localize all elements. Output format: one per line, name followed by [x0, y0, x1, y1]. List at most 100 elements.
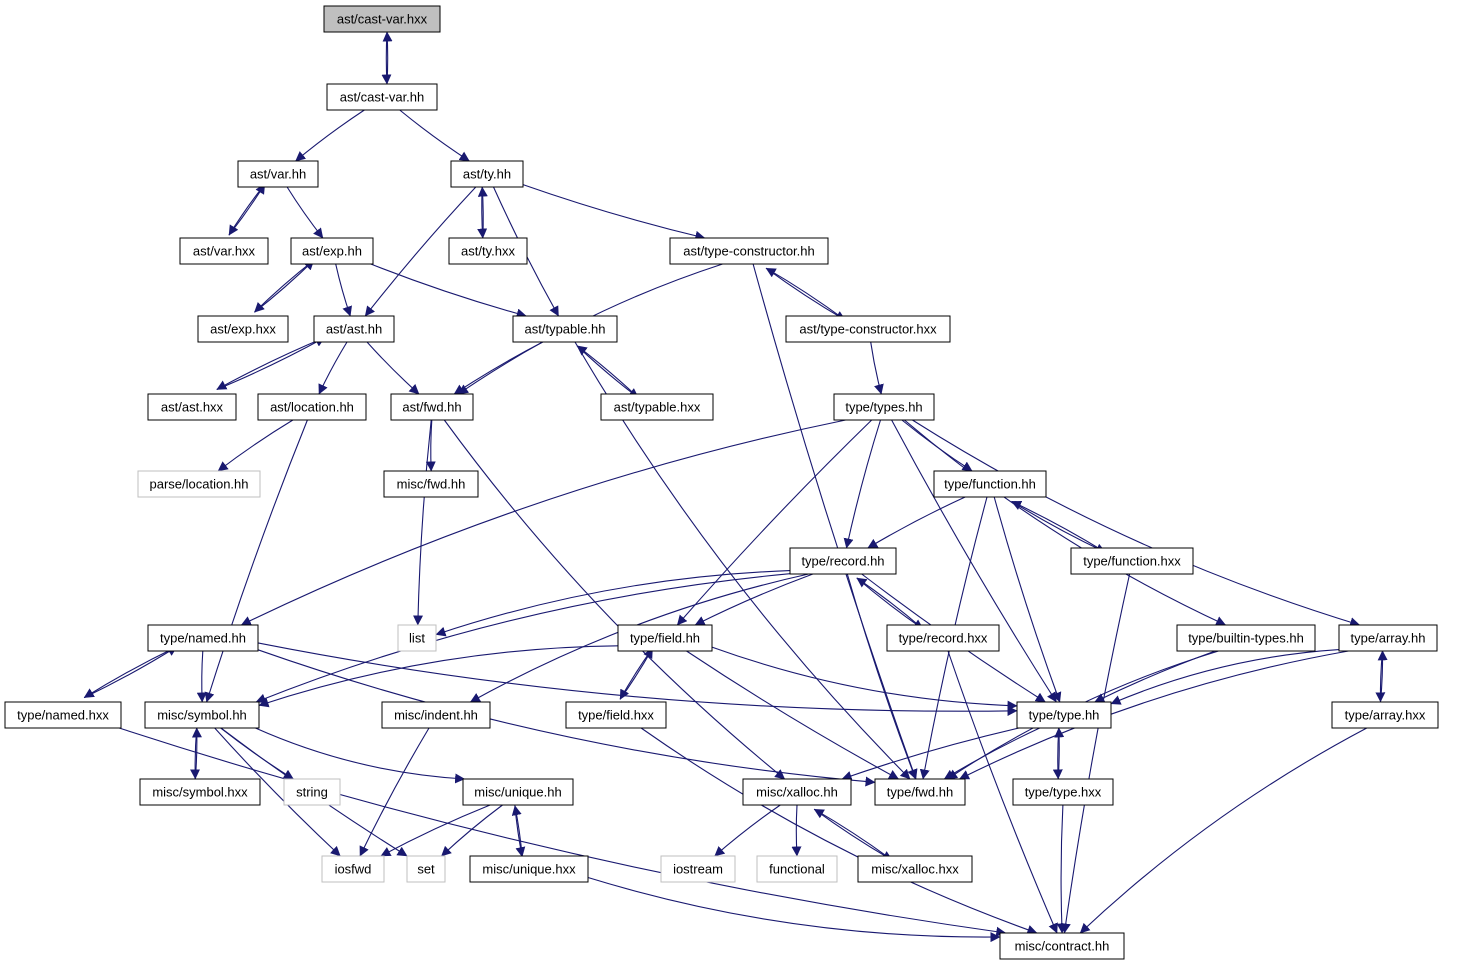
node-named-hh[interactable]: type/named.hh — [147, 624, 259, 652]
node-box — [1176, 624, 1316, 652]
node-field-hxx[interactable]: type/field.hxx — [565, 701, 667, 729]
node-named-hxx[interactable]: type/named.hxx — [4, 701, 122, 729]
edge-record_hxx-to-record_hh — [856, 577, 924, 630]
node-xalloc-hxx[interactable]: misc/xalloc.hxx — [857, 855, 973, 883]
node-box — [469, 855, 589, 883]
edge-array_hh-to-type_hh — [1110, 649, 1340, 705]
edge-astfwd_hh-to-miscfwd_hh — [425, 419, 436, 472]
node-miscfwd-hh[interactable]: misc/fwd.hh — [383, 470, 479, 498]
edge-castvar_hh-to-ty_hh — [399, 109, 470, 162]
node-label: ast/location.hh — [270, 400, 354, 415]
node-set: set — [406, 855, 446, 883]
edge-exp_hxx-to-exp_hh — [254, 259, 315, 313]
node-record-hxx[interactable]: type/record.hxx — [886, 624, 1000, 652]
node-exp-hh[interactable]: ast/exp.hh — [290, 237, 374, 265]
node-box — [137, 470, 261, 498]
node-box — [397, 624, 437, 652]
edge-types_hh-to-type_hh — [891, 419, 1057, 703]
node-ty-hxx[interactable]: ast/ty.hxx — [448, 237, 528, 265]
node-list: list — [397, 624, 437, 652]
node-box — [462, 778, 574, 806]
node-function-hxx[interactable]: type/function.hxx — [1070, 547, 1194, 575]
node-contract-hh[interactable]: misc/contract.hh — [999, 932, 1125, 960]
node-symbol-hxx[interactable]: misc/symbol.hxx — [139, 778, 261, 806]
node-xalloc-hh[interactable]: misc/xalloc.hh — [742, 778, 852, 806]
node-builtin-hh[interactable]: type/builtin-types.hh — [1176, 624, 1316, 652]
node-array-hxx[interactable]: type/array.hxx — [1331, 701, 1439, 729]
node-box — [1331, 701, 1439, 729]
node-box — [313, 315, 395, 343]
node-castvar-hh[interactable]: ast/cast-var.hh — [326, 83, 438, 111]
node-box — [857, 855, 973, 883]
node-types-hh[interactable]: type/types.hh — [833, 393, 935, 421]
edge-tc_hxx-to-tc_hh — [765, 267, 846, 321]
node-var-hxx[interactable]: ast/var.hxx — [179, 237, 269, 265]
node-label: type/types.hh — [845, 400, 922, 415]
node-record-hh[interactable]: type/record.hh — [789, 547, 897, 575]
node-box — [660, 855, 736, 883]
node-indent-hh[interactable]: misc/indent.hh — [381, 701, 491, 729]
node-array-hh[interactable]: type/array.hh — [1338, 624, 1438, 652]
node-box — [237, 160, 319, 188]
node-box — [326, 83, 438, 111]
node-box — [283, 778, 341, 806]
node-box — [756, 855, 838, 883]
edge-record_hh-to-field_hh — [694, 573, 814, 626]
node-type-hh[interactable]: type/type.hh — [1016, 701, 1112, 729]
edge-record_hh-to-list — [435, 570, 791, 637]
edge-var_hh-to-exp_hh — [286, 186, 324, 239]
node-box — [139, 778, 261, 806]
edge-function_hh-to-function_hxx — [1011, 500, 1107, 553]
edge-unique_hh-to-iosfwd — [380, 804, 491, 857]
edge-type_hxx-to-type_hh — [1054, 727, 1065, 779]
node-label: functional — [769, 862, 825, 877]
node-box — [323, 5, 441, 33]
node-castvar-hxx[interactable]: ast/cast-var.hxx — [323, 5, 441, 33]
edge-array_hh-to-typefwd_hh — [959, 650, 1349, 780]
edge-function_hh-to-record_hh — [867, 496, 966, 549]
node-type-hxx[interactable]: type/type.hxx — [1012, 778, 1114, 806]
node-function-hh[interactable]: type/function.hh — [933, 470, 1047, 498]
node-unique-hh[interactable]: misc/unique.hh — [462, 778, 574, 806]
node-label: parse/location.hh — [149, 477, 248, 492]
edge-named_hxx-to-contract_hh — [119, 727, 1007, 937]
node-box — [448, 237, 528, 265]
node-label: type/record.hh — [801, 554, 884, 569]
node-ast-hxx[interactable]: ast/ast.hxx — [147, 393, 237, 421]
node-astfwd-hh[interactable]: ast/fwd.hh — [390, 393, 474, 421]
node-typable-hh[interactable]: ast/typable.hh — [512, 315, 618, 343]
node-ty-hh[interactable]: ast/ty.hh — [450, 160, 524, 188]
node-exp-hxx[interactable]: ast/exp.hxx — [197, 315, 289, 343]
node-label: type/function.hxx — [1083, 554, 1181, 569]
node-label: misc/symbol.hh — [157, 708, 247, 723]
node-box — [886, 624, 1000, 652]
node-box — [999, 932, 1125, 960]
node-box — [4, 701, 122, 729]
node-label: type/function.hh — [944, 477, 1036, 492]
node-unique-hxx[interactable]: misc/unique.hxx — [469, 855, 589, 883]
node-location-hh[interactable]: ast/location.hh — [257, 393, 367, 421]
node-box — [789, 547, 897, 575]
node-symbol-hh[interactable]: misc/symbol.hh — [144, 701, 260, 729]
edge-record_hh-to-record_hxx — [856, 577, 924, 630]
node-tc-hh[interactable]: ast/type-constructor.hh — [669, 237, 829, 265]
node-label: iosfwd — [335, 862, 372, 877]
node-box — [1016, 701, 1112, 729]
node-box — [1012, 778, 1114, 806]
node-box — [197, 315, 289, 343]
edge-typable_hxx-to-typable_hh — [576, 345, 639, 399]
edge-symbol_hh-to-unique_hh — [255, 727, 466, 784]
edge-field_hxx-to-contract_hh — [640, 727, 1038, 935]
node-typefwd-hh[interactable]: type/fwd.hh — [874, 778, 966, 806]
node-var-hh[interactable]: ast/var.hh — [237, 160, 319, 188]
node-typable-hxx[interactable]: ast/typable.hxx — [600, 393, 714, 421]
edge-ast_hh-to-ast_hxx — [216, 336, 326, 390]
edges-layer — [83, 31, 1388, 943]
node-ast-hh[interactable]: ast/ast.hh — [313, 315, 395, 343]
node-tc-hxx[interactable]: ast/type-constructor.hxx — [785, 315, 951, 343]
node-field-hh[interactable]: type/field.hh — [617, 624, 713, 652]
edge-named_hh-to-typefwd_hh — [257, 649, 876, 787]
node-label: type/record.hxx — [899, 631, 988, 646]
node-box — [290, 237, 374, 265]
